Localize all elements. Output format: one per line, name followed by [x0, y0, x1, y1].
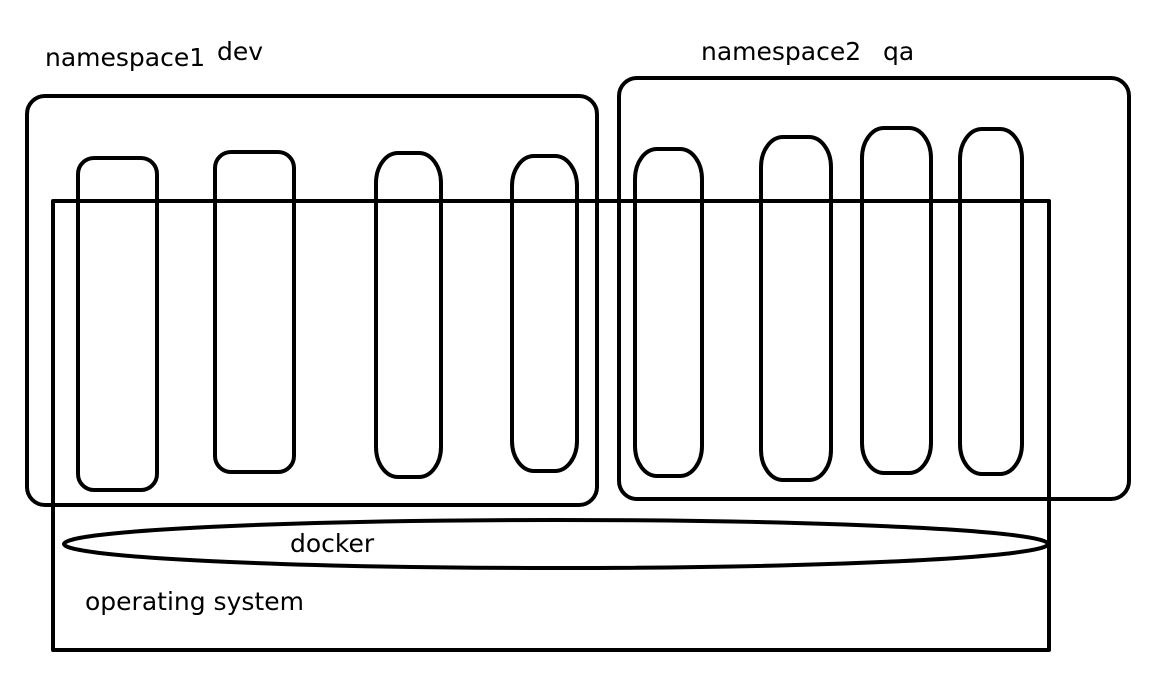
namespace2-pod-3 — [860, 126, 933, 475]
namespace1-pod-2 — [213, 150, 296, 474]
namespace1-pod-3 — [374, 151, 443, 479]
namespace1-pod-4 — [510, 154, 579, 473]
namespace2-env-label: qa — [883, 37, 915, 66]
docker-layer — [62, 518, 1050, 570]
namespace2-box — [617, 76, 1131, 501]
operating-system-box — [51, 199, 1051, 652]
operating-system-label: operating system — [85, 587, 304, 616]
namespace2-pod-2 — [759, 135, 833, 482]
namespace1-pod-1 — [76, 156, 159, 492]
docker-label: docker — [290, 529, 375, 558]
namespace1-box — [25, 94, 599, 507]
namespace2-pod-4 — [958, 127, 1024, 476]
namespace2-pod-1 — [633, 147, 704, 478]
namespace1-env-label: dev — [217, 37, 264, 66]
namespace1-label: namespace1 — [45, 43, 206, 72]
namespace2-label: namespace2 — [701, 37, 862, 66]
